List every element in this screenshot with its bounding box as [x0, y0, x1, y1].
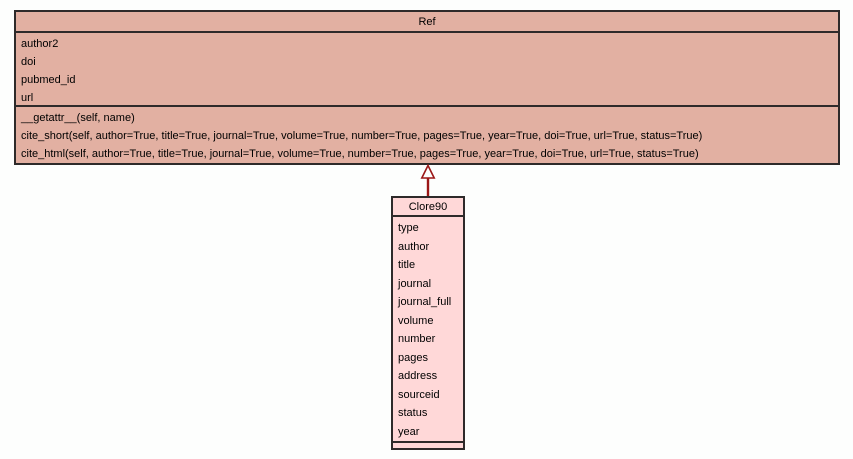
attribute-row: number [398, 333, 436, 345]
attribute-row: volume [398, 314, 434, 327]
inheritance-arrow-icon [420, 164, 436, 196]
method-row: cite_html(self, author=True, title=True,… [21, 148, 699, 160]
attribute-row: status [398, 407, 428, 419]
attribute-row: pubmed_id [21, 74, 76, 86]
class-box-clore90: Clore90 type author title journal journa… [391, 196, 465, 450]
attribute-row: journal_full [398, 296, 452, 308]
inheritance-arrowhead-icon [420, 164, 436, 179]
attribute-row: url [21, 92, 34, 104]
attribute-row: address [398, 370, 438, 382]
attribute-row: year [398, 425, 420, 438]
method-row: cite_short(self, author=True, title=True… [21, 130, 703, 142]
attributes-compartment-clore90: type author title journal journal_full v… [393, 217, 463, 443]
attribute-row: pages [398, 351, 428, 364]
attribute-row: type [398, 222, 419, 234]
attribute-row: title [398, 259, 416, 271]
attributes-compartment-ref: author2 doi pubmed_id url [16, 33, 838, 107]
attribute-row: author [398, 240, 430, 253]
class-title-clore90: Clore90 [393, 198, 463, 217]
method-row: __getattr__(self, name) [21, 112, 135, 124]
attribute-row: doi [21, 56, 36, 68]
methods-compartment-ref: __getattr__(self, name) cite_short(self,… [16, 107, 838, 163]
class-title-ref: Ref [16, 12, 838, 33]
attribute-row: sourceid [398, 388, 440, 401]
attribute-row: author2 [21, 38, 59, 50]
attribute-row: journal [398, 277, 432, 290]
class-box-ref: Ref author2 doi pubmed_id url __getattr_… [14, 10, 840, 165]
methods-compartment-clore90-empty [393, 443, 463, 448]
